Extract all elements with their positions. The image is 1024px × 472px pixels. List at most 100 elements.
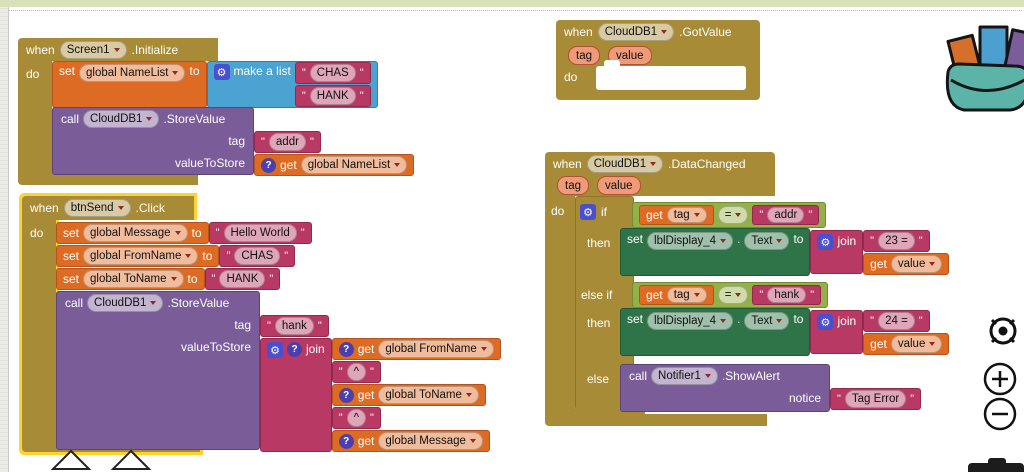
mutator-gear-icon[interactable]: ⚙: [580, 204, 596, 220]
string-block[interactable]: "^": [331, 361, 381, 383]
string-value[interactable]: Hello World: [223, 224, 297, 242]
param-chip[interactable]: tag: [568, 46, 600, 65]
join-block-head[interactable]: ⚙ join: [810, 310, 864, 354]
get-variable-block[interactable]: get tag: [639, 205, 714, 225]
set-property-block[interactable]: set lblDisplay_4 . Text to: [620, 308, 811, 356]
help-icon[interactable]: ?: [338, 387, 354, 403]
string-block[interactable]: "Hello World": [208, 222, 312, 244]
set-variable-block[interactable]: set global FromName to: [56, 245, 220, 267]
string-value[interactable]: hank: [767, 287, 807, 303]
trash-icon[interactable]: [968, 463, 1024, 472]
string-value[interactable]: hank: [274, 317, 314, 335]
string-value[interactable]: 23 =: [878, 232, 915, 250]
string-block[interactable]: "addr": [254, 131, 321, 153]
set-variable-block[interactable]: set global NameList to: [52, 61, 207, 108]
block-when-clouddb1-gotvalue[interactable]: when CloudDB1 .GotValue tag value do: [556, 20, 760, 100]
join-block[interactable]: ⚙ ? join ?get global FromName "^": [260, 338, 501, 452]
mutator-gear-icon[interactable]: ⚙: [213, 64, 230, 80]
variable-dropdown[interactable]: global FromName: [83, 247, 199, 265]
component-dropdown[interactable]: Notifier1: [651, 367, 718, 385]
trash-icon[interactable]: [988, 458, 1006, 464]
component-dropdown[interactable]: lblDisplay_4: [647, 312, 734, 330]
warning-indicator[interactable]: [50, 449, 92, 472]
string-value[interactable]: HANK: [219, 270, 266, 288]
string-value[interactable]: ^: [346, 363, 366, 381]
mutator-gear-icon[interactable]: ⚙: [817, 314, 834, 330]
call-method-block[interactable]: call Notifier1 .ShowAlert notice: [620, 364, 830, 412]
string-block[interactable]: "^": [331, 407, 381, 429]
param-chip[interactable]: value: [597, 176, 641, 195]
variable-dropdown[interactable]: global FromName: [378, 340, 494, 358]
empty-do-socket[interactable]: [596, 66, 746, 90]
get-variable-block[interactable]: ?get global ToName: [331, 384, 486, 406]
zoom-out-button[interactable]: [983, 397, 1019, 433]
set-property-block[interactable]: set lblDisplay_4 . Text to: [620, 228, 811, 276]
help-icon[interactable]: ?: [261, 157, 276, 173]
string-block[interactable]: "CHAS": [219, 245, 296, 267]
variable-dropdown[interactable]: global Message: [83, 224, 188, 242]
string-value[interactable]: addr: [767, 207, 805, 223]
property-dropdown[interactable]: Text: [744, 232, 790, 250]
component-dropdown[interactable]: lblDisplay_4: [647, 232, 734, 250]
join-block-head[interactable]: ⚙ join: [810, 230, 864, 274]
block-when-screen1-initialize[interactable]: when Screen1 .Initialize do set global N…: [18, 38, 578, 188]
if-block[interactable]: ⚙ if get tag = "addr" then set lblDispla…: [575, 196, 1015, 418]
get-variable-block[interactable]: ? get global NameList: [254, 154, 415, 176]
param-chip[interactable]: tag: [557, 176, 589, 195]
operator-dropdown[interactable]: =: [717, 206, 749, 224]
get-variable-block[interactable]: get value: [863, 333, 950, 355]
string-block[interactable]: "24 =": [863, 310, 930, 332]
get-variable-block[interactable]: get tag: [639, 285, 714, 305]
string-block[interactable]: "23 =": [863, 230, 930, 252]
component-dropdown[interactable]: CloudDB1: [597, 23, 675, 41]
variable-dropdown[interactable]: global ToName: [378, 386, 479, 404]
string-block[interactable]: "hank": [752, 285, 822, 305]
set-variable-block[interactable]: set global ToName to: [56, 268, 205, 290]
center-blocks-icon[interactable]: [981, 309, 1024, 353]
set-variable-block[interactable]: set global Message to: [56, 222, 209, 244]
help-icon[interactable]: ?: [287, 342, 302, 357]
string-block[interactable]: "Tag Error": [830, 388, 922, 410]
string-block[interactable]: "CHAS": [294, 62, 371, 84]
string-value[interactable]: CHAS: [309, 64, 356, 82]
variable-dropdown[interactable]: tag: [666, 207, 707, 223]
get-variable-block[interactable]: get value: [863, 253, 950, 275]
call-method-block[interactable]: call CloudDB1 .StoreValue tag valueToSto…: [56, 291, 260, 450]
string-block[interactable]: "HANK": [294, 85, 371, 107]
variable-dropdown[interactable]: global ToName: [83, 270, 184, 288]
get-variable-block[interactable]: ?get global Message: [331, 430, 490, 452]
variable-dropdown[interactable]: global NameList: [300, 156, 408, 174]
mutator-gear-icon[interactable]: ⚙: [817, 234, 834, 250]
string-value[interactable]: HANK: [309, 87, 356, 105]
string-block[interactable]: "HANK": [204, 268, 281, 290]
call-method-block[interactable]: call CloudDB1 .StoreValue tag valueToSto…: [52, 107, 254, 175]
operator-dropdown[interactable]: =: [717, 286, 749, 304]
component-dropdown[interactable]: CloudDB1: [87, 294, 164, 312]
component-dropdown[interactable]: CloudDB1: [83, 110, 160, 128]
string-block[interactable]: "addr": [752, 205, 820, 225]
string-value[interactable]: Tag Error: [844, 390, 907, 408]
help-icon[interactable]: ?: [338, 341, 354, 357]
zoom-in-button[interactable]: [983, 362, 1019, 398]
string-value[interactable]: CHAS: [234, 247, 281, 265]
backpack-icon[interactable]: [944, 20, 1024, 118]
variable-dropdown[interactable]: global Message: [378, 432, 483, 450]
variable-dropdown[interactable]: value: [890, 335, 943, 353]
string-value[interactable]: addr: [268, 133, 306, 151]
variable-dropdown[interactable]: global NameList: [79, 64, 186, 82]
component-dropdown[interactable]: Screen1: [59, 41, 127, 59]
block-when-btnsend-click[interactable]: when btnSend .Click do set global Messag…: [19, 193, 552, 456]
string-block[interactable]: "hank": [260, 315, 329, 337]
join-block-head[interactable]: ⚙ ? join: [260, 338, 332, 452]
equals-block[interactable]: get tag = "hank": [632, 282, 829, 308]
mutator-gear-icon[interactable]: ⚙: [267, 342, 283, 358]
component-dropdown[interactable]: btnSend: [63, 199, 131, 217]
warning-indicator[interactable]: [110, 449, 152, 472]
help-icon[interactable]: ?: [338, 433, 354, 449]
string-value[interactable]: 24 =: [878, 312, 915, 330]
equals-block[interactable]: get tag = "addr": [632, 202, 827, 228]
make-a-list-block[interactable]: ⚙ make a list "CHAS" "HANK": [206, 61, 378, 108]
variable-dropdown[interactable]: tag: [666, 287, 707, 303]
string-value[interactable]: ^: [346, 409, 366, 427]
property-dropdown[interactable]: Text: [744, 312, 790, 330]
